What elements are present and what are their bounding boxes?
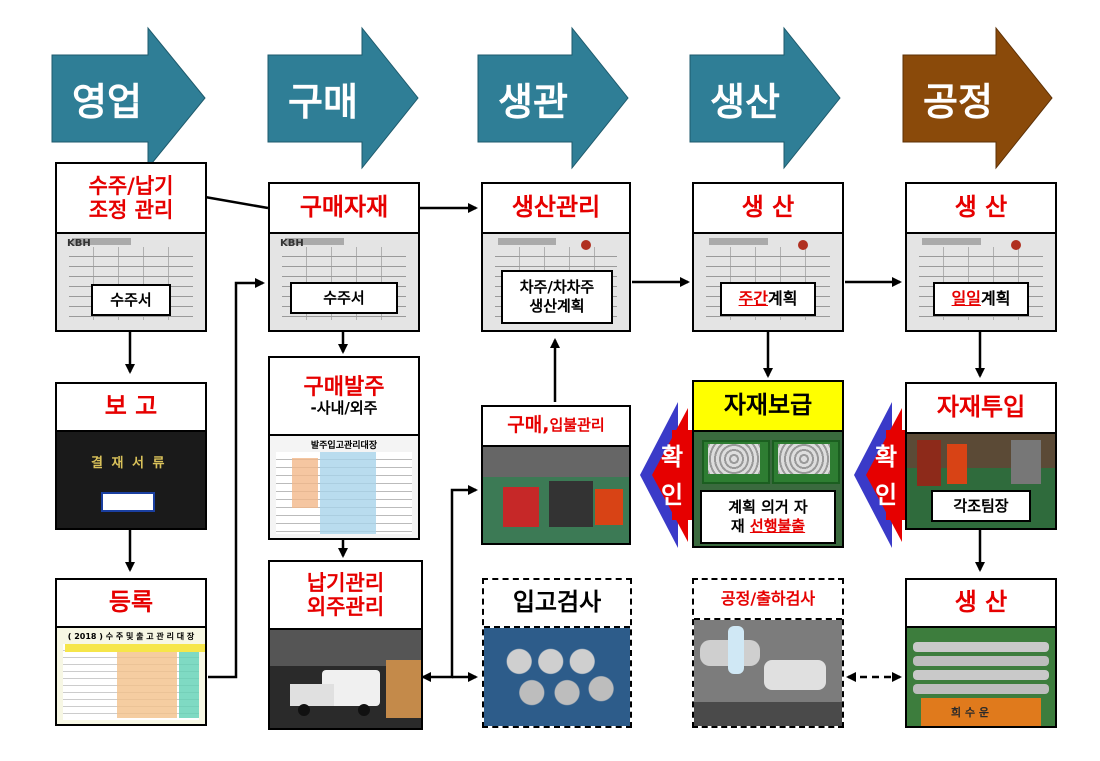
material-input-card: 자재투입 각조팀장 xyxy=(905,382,1057,530)
confirm-char-2: 인 xyxy=(660,481,684,509)
stage-arrow-production xyxy=(689,26,841,170)
stage-label-process: 공정 xyxy=(923,79,993,124)
arrow-delivery-to-receipt xyxy=(421,485,478,682)
order-form-label: 수주서 xyxy=(91,284,171,316)
purchase-order-card: 구매발주 -사내/외주 발주입고관리대장 xyxy=(268,356,420,540)
supply-title: 자재보급 xyxy=(694,382,842,432)
approval-binder-photo: 결 재 서 류 xyxy=(57,432,205,528)
binder-label-slot xyxy=(101,492,155,512)
stage-label-production: 생산 xyxy=(710,79,780,124)
supply-card: 자재보급 계획 의거 자 재 선행불출 xyxy=(692,380,844,548)
order-adjust-line1: 수주/납기 xyxy=(88,173,174,198)
weekly-red: 주간 xyxy=(738,289,768,308)
stage-label-production-control: 생관 xyxy=(498,79,568,124)
release-label: 계획 의거 자 재 선행불출 xyxy=(700,490,836,544)
order-adjust-title: 수주/납기 조정 관리 xyxy=(57,164,205,234)
report-title: 보 고 xyxy=(57,384,205,432)
purchase-receipt-card: 구매,입불관리 xyxy=(481,405,631,545)
purchase-receipt-title: 구매,입불관리 xyxy=(483,407,629,447)
inspection-parts-photo xyxy=(484,628,630,726)
process-inspection-photo xyxy=(694,620,842,726)
release-line2-b: 선행불출 xyxy=(749,517,806,535)
purchase-order-title: 구매발주 -사내/외주 xyxy=(270,358,418,436)
confirm-text-col4: 확 인 xyxy=(652,438,692,514)
stage-arrow-sales xyxy=(51,26,206,170)
register-ledger-title: ( 2018 ) 수 주 및 출 고 관 리 대 장 xyxy=(67,632,195,641)
order-adjust-line2: 조정 관리 xyxy=(88,198,174,222)
receipt-floor-photo xyxy=(483,447,629,543)
arrow-register-to-purchase-form xyxy=(208,278,265,679)
release-line2-a: 재 xyxy=(730,517,750,535)
kbh-logo: KBH xyxy=(67,238,91,249)
purchase-form-label: 수주서 xyxy=(290,282,398,314)
process-inspection-card: 공정/출하검사 xyxy=(692,578,844,728)
production-cylinders-photo: 희 수 운 xyxy=(907,628,1055,726)
production-final-title: 생 산 xyxy=(907,580,1055,628)
stage-label-purchase: 구매 xyxy=(288,79,358,124)
plan-line2: 생산계획 xyxy=(529,297,585,315)
delivery-title: 납기관리 외주관리 xyxy=(270,562,421,630)
register-title: 등록 xyxy=(57,580,205,628)
plan-line1: 차주/차차주 xyxy=(519,278,595,297)
production-final-card: 생 산 희 수 운 xyxy=(905,578,1057,728)
confirm-text-col5: 확 인 xyxy=(866,438,906,514)
purchase-order-heading: 구매발주 xyxy=(303,374,385,400)
binder-text: 결 재 서 류 xyxy=(91,456,167,471)
register-card: 등록 ( 2018 ) 수 주 및 출 고 관 리 대 장 xyxy=(55,578,207,726)
delivery-line1: 납기관리 xyxy=(306,570,385,595)
confirm-char-1: 확 xyxy=(660,443,684,471)
stage-arrow-purchase xyxy=(267,26,419,170)
purchase-material-title: 구매자재 xyxy=(270,184,418,234)
release-line1: 계획 의거 자 xyxy=(728,498,808,517)
team-leader-label: 각조팀장 xyxy=(931,490,1031,522)
process-inspection-title: 공정/출하검사 xyxy=(694,580,842,620)
inspection-title: 입고검사 xyxy=(484,580,630,628)
stage-label-sales: 영업 xyxy=(72,79,142,124)
purchase-receipt-a: 구매, xyxy=(507,414,550,437)
confirm-char-1: 확 xyxy=(874,443,898,471)
register-ledger-photo: ( 2018 ) 수 주 및 출 고 관 리 대 장 xyxy=(57,628,205,724)
confirm-char-2: 인 xyxy=(874,481,898,509)
production-mgmt-card: 생산관리 차주/차차주 생산계획 xyxy=(481,182,631,332)
delivery-line2: 외주관리 xyxy=(306,595,385,619)
production-title-col4: 생 산 xyxy=(694,184,842,234)
daily-black: 계획 xyxy=(981,289,1011,308)
purchase-material-card: 구매자재 KBH 수주서 xyxy=(268,182,420,332)
production-mgmt-title: 생산관리 xyxy=(483,184,629,234)
stage-arrow-production-control xyxy=(477,26,629,170)
report-card: 보 고 결 재 서 류 xyxy=(55,382,207,530)
stage-arrow-process xyxy=(902,26,1053,170)
confirm-arrow-col4 xyxy=(640,402,696,548)
purchase-ledger-title: 발주입고관리대장 xyxy=(310,441,378,451)
inspection-card: 입고검사 xyxy=(482,578,632,728)
delivery-truck-photo xyxy=(270,630,421,728)
production-title-col5: 생 산 xyxy=(907,184,1055,234)
purchase-ledger-photo: 발주입고관리대장 xyxy=(270,436,418,538)
kbh-logo: KBH xyxy=(280,238,304,249)
arrow-order-to-purchase xyxy=(204,195,269,210)
weekly-black: 계획 xyxy=(768,289,798,308)
cart-text: 희 수 운 xyxy=(951,706,990,719)
delivery-card: 납기관리 외주관리 xyxy=(268,560,423,730)
purchase-order-sub: -사내/외주 xyxy=(310,399,378,418)
production-plan-label: 차주/차차주 생산계획 xyxy=(501,270,613,324)
material-input-title: 자재투입 xyxy=(907,384,1055,434)
daily-red: 일일 xyxy=(951,289,981,308)
purchase-receipt-b: 입불관리 xyxy=(549,416,605,435)
order-adjust-card: 수주/납기 조정 관리 KBH 수주서 xyxy=(55,162,207,332)
